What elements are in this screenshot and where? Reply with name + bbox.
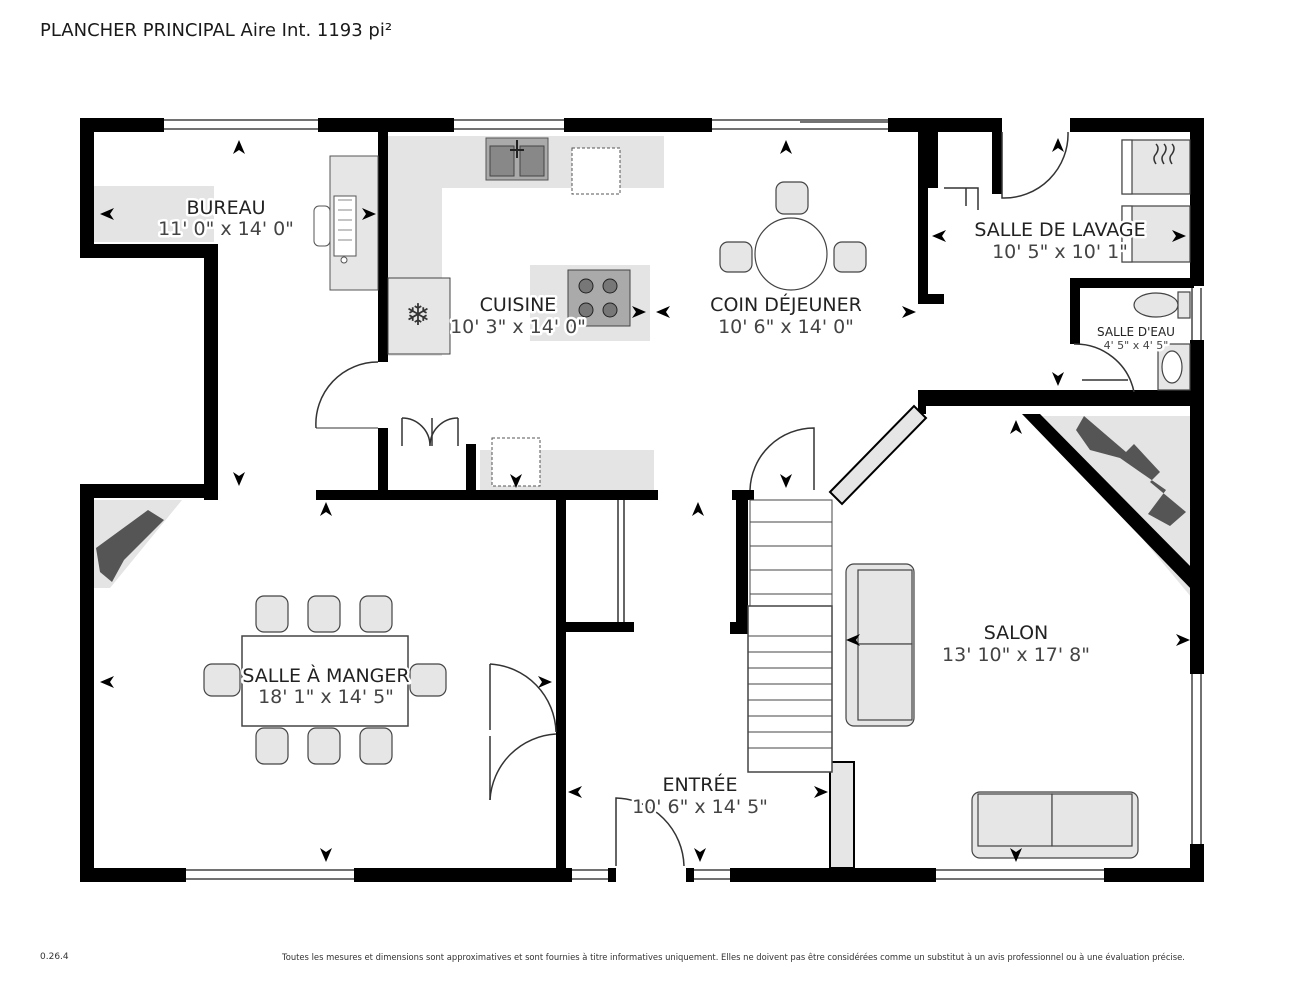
- salon-angled-walls: [828, 404, 1194, 592]
- room-name: CUISINE: [480, 294, 557, 316]
- room-dimensions: 10' 3" x 14' 0": [450, 316, 586, 338]
- room-label-salon: SALON 13' 10" x 17' 8": [940, 620, 1093, 669]
- room-name: SALLE À MANGER: [242, 664, 409, 687]
- dishwasher-icon: [571, 147, 621, 195]
- sink-icon: [485, 137, 549, 181]
- stairs-icon: [747, 499, 833, 773]
- room-dimensions: 13' 10" x 17' 8": [942, 644, 1090, 666]
- door-swing-icon: [315, 131, 1135, 867]
- desk-icon: [313, 155, 379, 291]
- room-label-salle-eau: SALLE D'EAU 4' 5" x 4' 5": [1095, 323, 1178, 355]
- refrigerator-icon: ❄: [387, 277, 451, 355]
- room-name: SALLE DE LAVAGE: [974, 219, 1145, 241]
- walls: [80, 118, 1204, 882]
- room-dimensions: 4' 5" x 4' 5": [1104, 339, 1169, 352]
- sofa-icon: [845, 563, 1139, 859]
- fireplace-icon: [94, 416, 1192, 598]
- room-label-coin-dejeuner: COIN DÉJEUNER 10' 6" x 14' 0": [708, 291, 865, 341]
- room-dimensions: 10' 6" x 14' 5": [632, 796, 768, 818]
- plan-title: PLANCHER PRINCIPAL Aire Int. 1193 pi²: [40, 20, 393, 41]
- room-name: SALON: [984, 622, 1049, 644]
- room-name: COIN DÉJEUNER: [710, 293, 862, 316]
- room-name: ENTRÉE: [662, 773, 737, 796]
- washroom-sink-icon: [1157, 343, 1191, 391]
- room-label-salle-manger: SALLE À MANGER 18' 1" x 14' 5": [240, 662, 412, 711]
- room-dimensions: 11' 0" x 14' 0": [158, 218, 294, 240]
- room-label-entree: ENTRÉE 10' 6" x 14' 5": [630, 771, 771, 821]
- room-dimensions: 18' 1" x 14' 5": [258, 686, 394, 708]
- windows: [164, 119, 1202, 880]
- svg-text:❄: ❄: [405, 298, 430, 333]
- room-label-bureau: BUREAU 11' 0" x 14' 0": [156, 195, 297, 243]
- room-label-cuisine: CUISINE 10' 3" x 14' 0": [448, 292, 589, 341]
- room-name: BUREAU: [186, 197, 265, 219]
- room-label-salle-lavage: SALLE DE LAVAGE 10' 5" x 10' 1": [972, 217, 1148, 266]
- dining-table-icon: [203, 595, 447, 765]
- version-label: 0.26.4: [40, 952, 69, 962]
- stove-icon: [567, 269, 631, 327]
- arrow-marker-icon: [100, 138, 1190, 862]
- dryer-icon: [1121, 139, 1191, 195]
- toilet-icon: [1133, 291, 1191, 319]
- breakfast-table-icon: [719, 181, 867, 291]
- room-dimensions: 10' 5" x 10' 1": [992, 241, 1128, 263]
- room-name: SALLE D'EAU: [1097, 325, 1175, 339]
- room-dimensions: 10' 6" x 14' 0": [718, 316, 854, 338]
- disclaimer-text: Toutes les mesures et dimensions sont ap…: [282, 952, 1185, 962]
